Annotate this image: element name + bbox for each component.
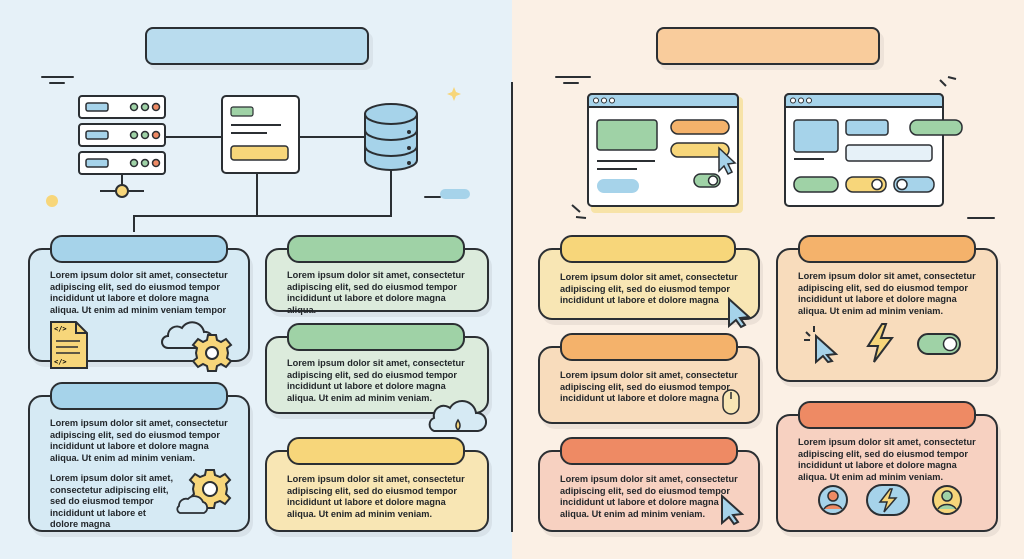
app-window-icon	[221, 95, 300, 174]
left-card-3-text: Lorem ipsum dolor sit amet, consectetur …	[287, 358, 465, 403]
right-card-1: Lorem ipsum dolor sit amet, consectetur …	[538, 235, 760, 320]
mouse-cursor-icon	[728, 296, 752, 329]
left-card-4-tab	[50, 382, 228, 410]
right-card-3-text: Lorem ipsum dolor sit amet, consectetur …	[560, 370, 738, 404]
app-window-icon	[587, 93, 743, 213]
computer-mouse-icon	[722, 389, 740, 415]
right-card-4-tab	[560, 437, 738, 465]
left-card-1-text: Lorem ipsum dolor sit amet, consectetur …	[50, 270, 228, 315]
lightning-bolt-icon	[866, 484, 910, 516]
toggle-switch-icon	[917, 333, 961, 355]
left-title-bar	[145, 27, 369, 65]
right-card-5-tab	[798, 401, 976, 429]
cloud-icon	[176, 495, 209, 514]
left-card-4: Lorem ipsum dolor sit amet, consectetur …	[28, 382, 250, 532]
right-card-2: Lorem ipsum dolor sit amet, consectetur …	[776, 235, 998, 382]
right-card-4-text: Lorem ipsum dolor sit amet, consectetur …	[560, 474, 738, 519]
code-glyph-top: </>	[54, 325, 67, 333]
cloud-icon	[428, 399, 487, 432]
right-card-3: Lorem ipsum dolor sit amet, consectetur …	[538, 333, 760, 424]
network-diagram	[41, 76, 470, 232]
left-card-3-tab	[287, 323, 465, 351]
user-avatar-icon	[818, 485, 848, 515]
right-decor	[555, 76, 995, 219]
right-card-2-text: Lorem ipsum dolor sit amet, consectetur …	[798, 271, 976, 316]
left-card-5-tab	[287, 437, 465, 465]
left-card-5: Lorem ipsum dolor sit amet, consectetur …	[265, 437, 489, 532]
right-card-4: Lorem ipsum dolor sit amet, consectetur …	[538, 437, 760, 532]
left-card-4-text2: Lorem ipsum dolor sit amet, consectetur …	[50, 473, 174, 530]
code-glyph-bottom: </>	[54, 358, 67, 366]
center-divider	[511, 82, 513, 532]
left-card-5-text: Lorem ipsum dolor sit amet, consectetur …	[287, 474, 465, 519]
right-card-1-tab	[560, 235, 736, 263]
server-rack-icon	[78, 95, 166, 175]
app-window-icon	[784, 93, 963, 207]
left-card-2-tab	[287, 235, 465, 263]
left-card-3: Lorem ipsum dolor sit amet, consectetur …	[265, 323, 489, 414]
left-card-2-text: Lorem ipsum dolor sit amet, consectetur …	[287, 270, 465, 315]
right-card-2-tab	[798, 235, 976, 263]
right-card-5-text: Lorem ipsum dolor sit amet, consectetur …	[798, 437, 976, 482]
mouse-cursor-icon	[721, 493, 745, 526]
user-avatar-icon	[932, 485, 962, 515]
left-card-2: Lorem ipsum dolor sit amet, consectetur …	[265, 235, 489, 315]
mouse-cursor-icon	[804, 326, 839, 365]
database-icon	[364, 103, 418, 171]
left-card-1-tab	[50, 235, 228, 263]
right-card-1-text: Lorem ipsum dolor sit amet, consectetur …	[560, 272, 738, 306]
right-title-bar	[656, 27, 880, 65]
right-card-3-tab	[560, 333, 738, 361]
lightning-bolt-icon	[866, 323, 894, 363]
gear-icon	[191, 334, 233, 372]
code-document-icon: </> </>	[50, 321, 88, 369]
left-card-4-text: Lorem ipsum dolor sit amet, consectetur …	[50, 418, 228, 463]
